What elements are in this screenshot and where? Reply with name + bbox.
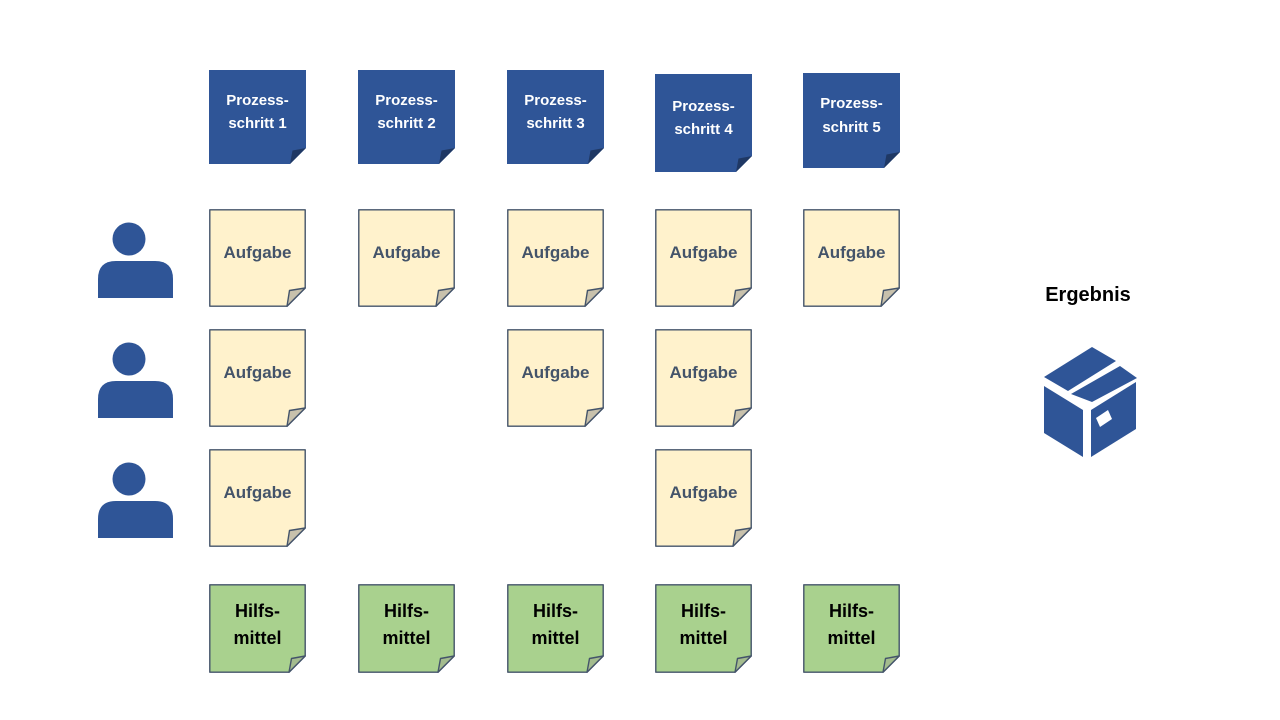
person-icon-3 [97,460,174,538]
process-step-note-1: Prozess- schritt 1 [209,70,306,164]
task-note-row2-col3: Aufgabe [507,329,604,427]
task-note-row1-col3: Aufgabe [507,209,604,307]
package-box-icon [1042,344,1138,458]
task-note-row1-col5: Aufgabe [803,209,900,307]
result-label: Ergebnis [1045,284,1131,306]
person-icon-2 [97,340,174,418]
tool-note-2: Hilfs- mittel [358,584,455,673]
task-note-row2-col4: Aufgabe [655,329,752,427]
task-note-row3-col1: Aufgabe [209,449,306,547]
tool-note-5: Hilfs- mittel [803,584,900,673]
process-step-note-4: Prozess- schritt 4 [655,74,752,172]
task-note-row2-col1: Aufgabe [209,329,306,427]
process-step-note-5: Prozess- schritt 5 [803,73,900,168]
task-note-row1-col2: Aufgabe [358,209,455,307]
tool-note-3: Hilfs- mittel [507,584,604,673]
person-icon-1 [97,220,174,298]
process-step-note-2: Prozess- schritt 2 [358,70,455,164]
package-box-svg [1044,347,1137,457]
task-note-row1-col1: Aufgabe [209,209,306,307]
tool-note-1: Hilfs- mittel [209,584,306,673]
task-note-row3-col4: Aufgabe [655,449,752,547]
tool-note-4: Hilfs- mittel [655,584,752,673]
process-step-note-3: Prozess- schritt 3 [507,70,604,164]
task-note-row1-col4: Aufgabe [655,209,752,307]
